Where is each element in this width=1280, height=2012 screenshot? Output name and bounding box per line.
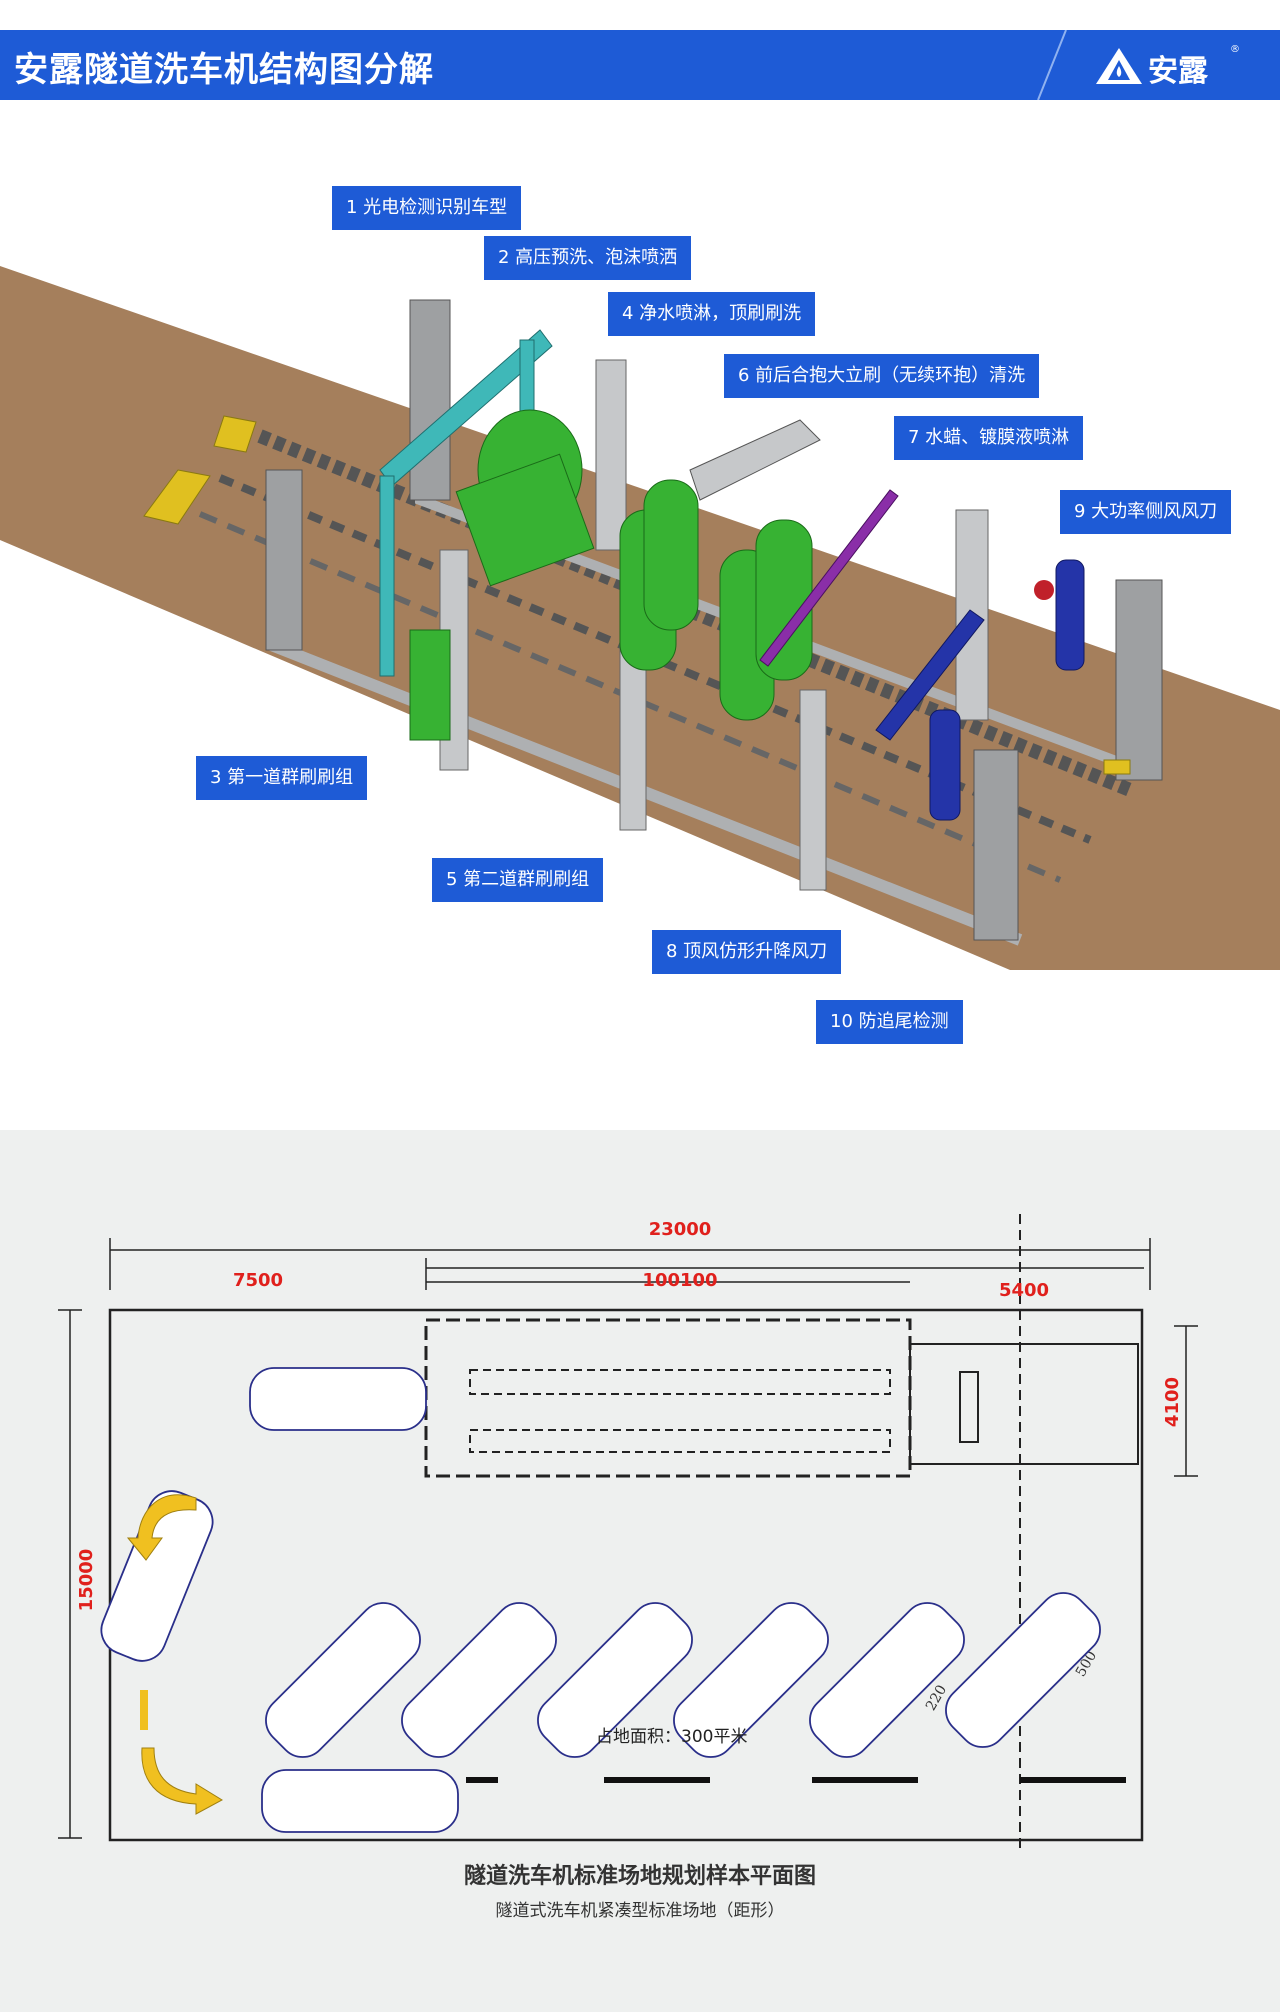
plan-title: 隧道洗车机标准场地规划样本平面图 [463,1864,816,1889]
logo-mountain-icon [1096,48,1142,84]
top-brush-carriage [689,419,821,501]
label-second-brush-group: 5 第二道群刷刷组 [432,858,604,902]
first-brush-group [409,409,595,741]
dim-total-length: 23000 [649,1219,712,1240]
label-rinse-top-brush: 4 净水喷淋，顶刷刷洗 [608,292,816,336]
direction-arrow-icon [126,1494,197,1561]
car-icons [100,1367,1101,1833]
label-wrap-brush: 6 前后合抱大立刷（无续环抱）清洗 [724,354,1040,398]
car-icon [945,1592,1101,1748]
car-icon [261,1769,459,1833]
label-anti-collision: 10 防追尾检测 [816,1000,963,1044]
dim-machine: 100100 [642,1270,717,1291]
entrance-grating [143,469,211,525]
registered-mark: ® [1230,44,1240,55]
dim-machine-width: 4100 [1162,1377,1183,1427]
front-post-4 [799,689,827,891]
label-photoelectric-detection: 1 光电检测识别车型 [332,186,522,230]
air-blades [875,559,1085,821]
direction-arrow-icon [141,1747,224,1815]
page-header: 安露隧道洗车机结构图分解 安露 ® [0,30,1280,100]
car-icon [401,1602,557,1758]
front-post-5 [973,749,1019,941]
label-first-brush-group: 3 第一道群刷刷组 [196,756,368,800]
label-prewash-foam: 2 高压预洗、泡沫喷洒 [484,236,692,280]
gantry-post-4 [1115,579,1163,781]
front-post-1 [265,469,303,651]
wax-spray-bar [759,489,899,667]
plan-subtitle: 隧道式洗车机紧凑型标准场地（距形） [495,1901,785,1921]
area-note: 占地面积：300平米 [596,1727,748,1747]
car-icon [265,1602,421,1758]
car-icon [673,1602,829,1758]
site-plan-panel [0,1130,1280,2012]
car-icon [809,1602,965,1758]
dim-width: 15000 [76,1549,97,1612]
structure-diagram [0,266,1280,970]
car-icon [537,1602,693,1758]
entrance-ramp [213,415,257,453]
exit-sensor [1103,759,1131,775]
dim-left-zone: 7500 [233,1270,283,1291]
page-title: 安露隧道洗车机结构图分解 [14,50,434,90]
label-side-air-blade: 9 大功率侧风风刀 [1060,490,1232,534]
header-slash-decoration [1037,30,1067,100]
site-boundary [108,1308,1144,1842]
second-brush-group [619,479,813,721]
gantry-post-1 [409,299,451,501]
direction-arrow-icon [140,1690,148,1730]
gantry-post-2 [595,359,627,551]
label-top-air-blade: 8 顶风仿形升降风刀 [652,930,842,974]
label-wax-coating: 7 水蜡、镀膜液喷淋 [894,416,1084,460]
site-plan-drawing: 23000 7500 100100 5400 15000 4100 220 50… [58,1214,1198,1850]
brand-logo: 安露 ® [1094,44,1244,89]
dim-right-zone: 5400 [999,1280,1049,1301]
brand-name: 安露 [1148,54,1208,89]
car-icon [249,1367,427,1431]
